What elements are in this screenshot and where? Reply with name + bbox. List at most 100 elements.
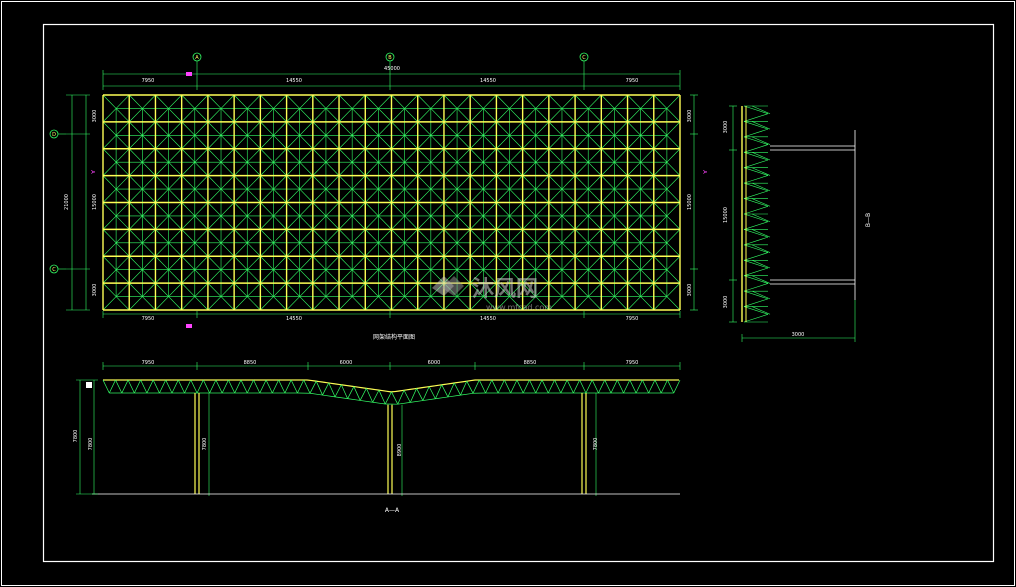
web-member (614, 242, 628, 257)
web-member (587, 108, 602, 123)
web-member (299, 175, 314, 190)
web-member (378, 161, 392, 176)
web-member (430, 202, 445, 217)
web-member (129, 161, 143, 176)
web-member (115, 229, 130, 244)
web-member (601, 175, 615, 190)
web-member (207, 188, 222, 203)
elev-upper-chord (310, 379, 316, 382)
web-member (168, 161, 182, 176)
web-member (325, 242, 340, 257)
web-member (522, 148, 536, 163)
elev-web (152, 379, 160, 394)
elev-upper-chord (378, 389, 384, 392)
web-member (102, 242, 117, 257)
web-member (561, 148, 576, 163)
axis-label-top-3: C (582, 55, 586, 61)
elev-upper-chord (386, 390, 392, 393)
elev-upper-chord (466, 379, 472, 382)
web-member (483, 108, 497, 123)
web-member (391, 296, 405, 311)
web-member (220, 175, 235, 190)
web-member (548, 282, 563, 297)
elev-upper-chord (446, 382, 452, 385)
axis-label-top-2: B (388, 55, 392, 61)
web-member (509, 282, 523, 297)
web-member (614, 215, 628, 230)
web-member (561, 175, 576, 190)
web-member (115, 202, 130, 217)
web-member (443, 296, 458, 311)
web-member (627, 188, 641, 203)
web-member (102, 215, 117, 230)
web-member (115, 282, 130, 297)
web-member (312, 282, 327, 297)
web-member (155, 175, 169, 190)
side-web (743, 190, 769, 199)
web-member (286, 296, 300, 311)
elevation-dimensions: 7950 8850 6000 6000 8850 7950 7800 7800 … (73, 360, 638, 456)
web-member (155, 229, 169, 244)
web-member (653, 121, 668, 136)
web-member (286, 148, 300, 163)
web-member (653, 282, 668, 297)
web-member (548, 242, 563, 257)
web-member (312, 148, 327, 163)
web-member (351, 256, 366, 270)
web-member (509, 175, 523, 190)
elev-upper-chord (414, 387, 420, 390)
side-web (743, 306, 769, 315)
plan-grid (58, 61, 698, 318)
web-member (365, 229, 379, 244)
web-member (417, 135, 432, 149)
web-member (351, 108, 366, 123)
web-member (614, 269, 628, 284)
elev-upper-chord (354, 386, 360, 388)
elev-dim-5: 8850 (524, 360, 537, 366)
side-dim-3: 3000 (723, 296, 729, 309)
web-member (640, 256, 654, 270)
elev-upper-chord (330, 382, 336, 385)
web-member (129, 256, 143, 270)
elev-web (272, 379, 279, 394)
web-member (351, 161, 366, 176)
plan-top-dim-4: 7950 (626, 78, 639, 84)
web-member (483, 242, 497, 257)
web-member (168, 108, 182, 123)
elev-web (315, 381, 323, 396)
web-member (299, 135, 314, 149)
web-member (535, 175, 550, 190)
elev-upper-chord (442, 383, 448, 386)
elev-web (159, 379, 167, 394)
web-member (627, 135, 641, 149)
web-member (325, 148, 340, 163)
elev-web (541, 379, 549, 394)
web-member (299, 296, 314, 311)
web-member (483, 188, 497, 203)
web-member (181, 256, 196, 270)
web-member (142, 282, 156, 297)
web-member (430, 296, 445, 311)
web-member (548, 269, 563, 284)
section-mark-bottom (186, 324, 192, 328)
web-member (456, 175, 471, 190)
axis-label-left-1: D (52, 132, 56, 138)
web-member (391, 229, 405, 244)
web-member (233, 161, 248, 176)
web-member (273, 256, 287, 270)
web-member (417, 256, 432, 270)
web-member (286, 242, 300, 257)
elev-web (246, 379, 254, 394)
elev-upper-chord (454, 381, 460, 384)
elev-web (604, 379, 612, 394)
web-member (338, 215, 353, 230)
web-member (220, 121, 235, 136)
web-member (574, 108, 589, 123)
web-member (614, 256, 628, 270)
web-member (483, 121, 497, 136)
side-web (743, 159, 769, 168)
web-member (417, 242, 432, 257)
web-member (522, 256, 536, 270)
side-web (743, 275, 769, 284)
web-member (483, 229, 497, 244)
